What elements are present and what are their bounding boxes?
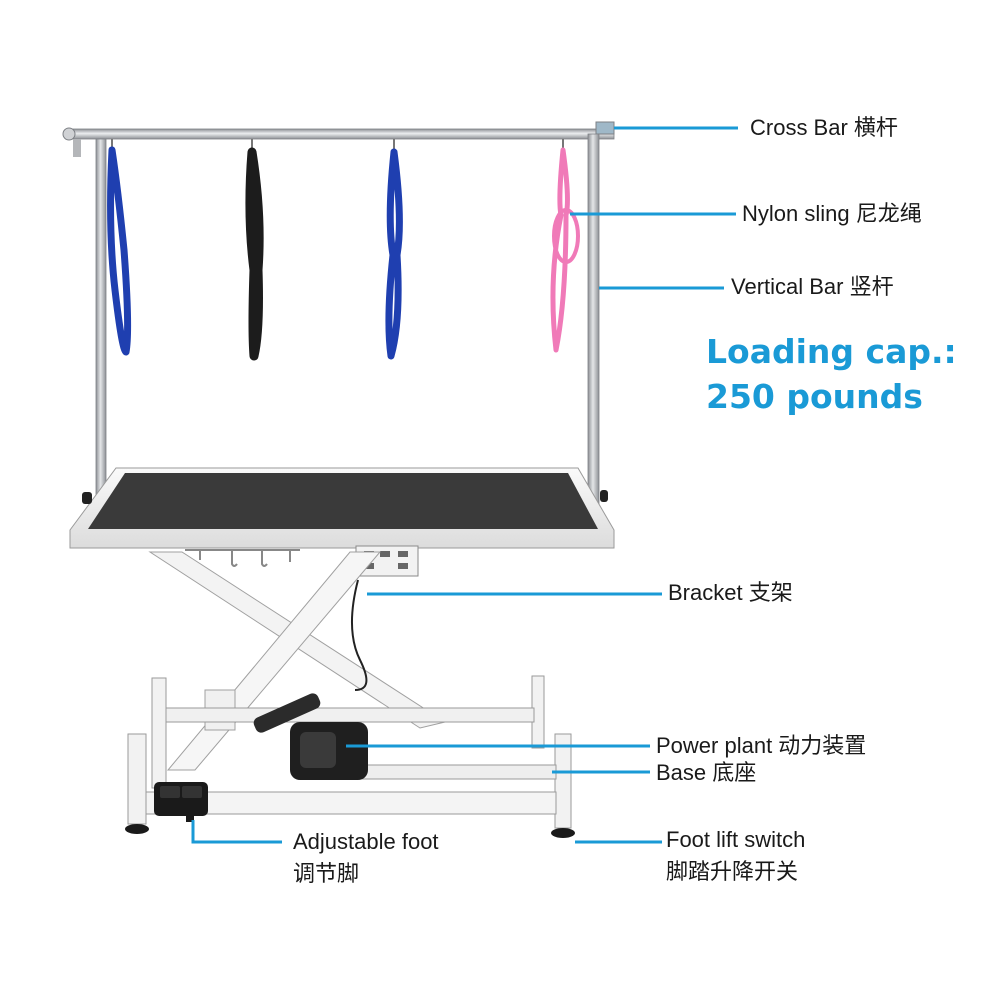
label-nylon-sling: Nylon sling 尼龙绳 [742,201,922,226]
nylon-slings [107,139,580,361]
sling-blue-1 [107,139,132,356]
label-foot-switch-en: Foot lift switch [666,827,806,852]
label-adjustable-foot-en: Adjustable foot [293,829,439,854]
leader-lines [191,126,738,844]
label-bracket: Bracket 支架 [668,580,793,605]
foot-lift-switch [154,782,208,822]
table-mat [88,473,598,529]
sling-blue-2 [385,139,403,360]
capacity-line-2: 250 pounds [706,377,923,416]
sling-pink [550,139,580,353]
label-vertical-bar: Vertical Bar 竖杆 [731,274,894,299]
cross-bar [65,128,615,140]
label-adjustable-foot-cn: 调节脚 [293,861,360,886]
base-frame [125,675,575,838]
label-base: Base 底座 [656,760,757,785]
label-cross-bar: Cross Bar 横杆 [750,115,898,140]
right-vertical-bar [587,133,600,505]
foot-right [551,828,575,838]
leader-adjustable-foot [191,820,282,844]
left-vertical-bar [95,138,107,500]
sling-black [245,139,264,361]
label-foot-switch-cn: 脚踏升降开关 [666,859,799,884]
capacity-line-1: Loading cap.: [706,332,957,371]
label-power-plant: Power plant 动力装置 [656,733,867,758]
table-top [69,467,615,549]
overhead-arm [62,121,615,505]
tool-hooks [185,549,300,567]
foot-left [125,824,149,834]
power-plant [253,579,368,780]
